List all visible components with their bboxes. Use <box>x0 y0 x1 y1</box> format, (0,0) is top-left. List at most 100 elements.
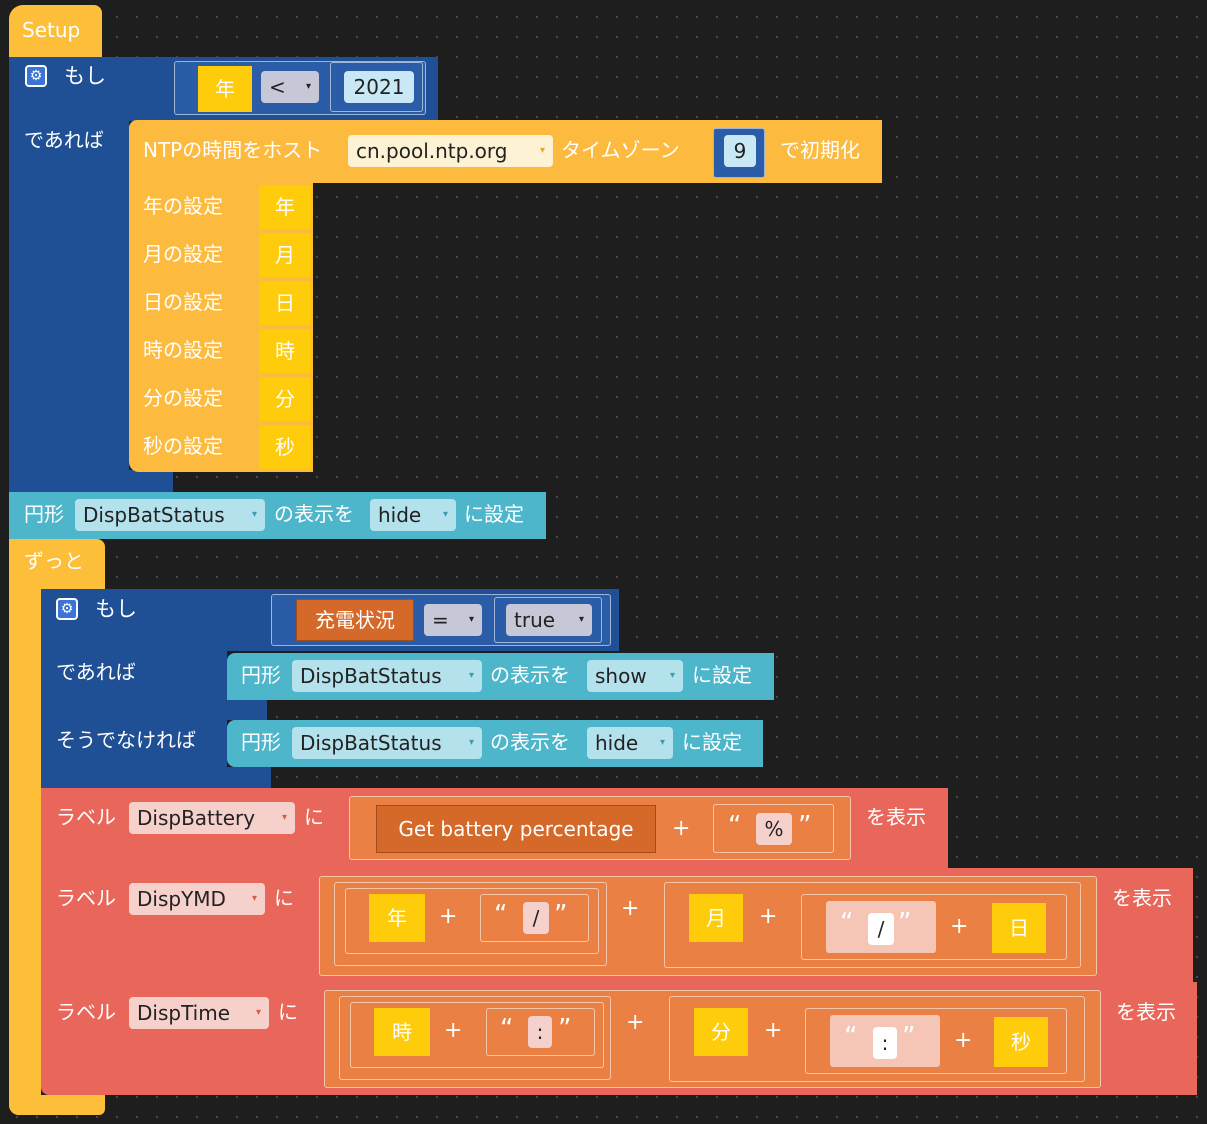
setting-var-chip[interactable]: 時 <box>259 329 311 373</box>
circle-visibility-dropdown[interactable]: hide ▾ <box>370 499 456 531</box>
text-block[interactable] <box>713 804 834 853</box>
ntp-suffix-label: で初期化 <box>780 138 860 162</box>
label-target-dropdown[interactable]: DispBattery ▾ <box>129 802 295 834</box>
loop-foot <box>9 1095 105 1115</box>
label-target-value: DispBattery <box>137 806 256 830</box>
operator-dropdown[interactable]: = ▾ <box>424 604 482 636</box>
label-target-dropdown[interactable]: DispTime ▾ <box>129 997 269 1029</box>
plus-operator: + <box>950 914 969 939</box>
setting-var-chip[interactable]: 年 <box>259 185 311 229</box>
setting-label: 分の設定 <box>143 386 223 410</box>
gear-icon[interactable]: ⚙ <box>25 65 47 87</box>
text-field[interactable]: / <box>868 913 894 945</box>
setting-row[interactable]: 秒の設定 秒 <box>129 423 313 471</box>
text-field[interactable]: / <box>523 902 549 934</box>
boolean-dropdown[interactable]: true ▾ <box>506 604 592 636</box>
text-field[interactable]: : <box>528 1016 552 1048</box>
label-prefix: ラベル <box>56 886 116 910</box>
label-prefix: ラベル <box>56 1000 116 1024</box>
circle-target-dropdown[interactable]: DispBatStatus ▾ <box>75 499 265 531</box>
gear-icon[interactable]: ⚙ <box>56 598 78 620</box>
setting-label: 時の設定 <box>143 338 223 362</box>
charging-status-block[interactable]: 充電状況 <box>296 599 414 641</box>
if-block-arm <box>9 119 129 492</box>
quote-close: ” <box>798 811 812 841</box>
if-label: もし <box>64 64 106 88</box>
circle-visibility-value: hide <box>378 503 422 527</box>
var-day-chip[interactable]: 日 <box>992 903 1046 953</box>
ntp-host-dropdown[interactable]: cn.pool.ntp.org ▾ <box>348 135 553 167</box>
label-suffix: を表示 <box>866 805 926 829</box>
label-suffix: を表示 <box>1116 1000 1176 1024</box>
setting-var-chip[interactable]: 秒 <box>259 425 311 469</box>
setting-label: 月の設定 <box>143 242 223 266</box>
loop-else-label: そうでなければ <box>56 728 196 752</box>
setting-row[interactable]: 時の設定 時 <box>129 327 313 375</box>
chevron-down-icon: ▾ <box>281 812 287 823</box>
quote-close: ” <box>898 908 912 938</box>
circle-prefix-label: 円形 <box>241 730 281 754</box>
label-mid: に <box>278 1000 298 1024</box>
circle-prefix-label: 円形 <box>241 663 281 687</box>
ntp-host-value: cn.pool.ntp.org <box>356 139 508 163</box>
text-field[interactable]: % <box>756 813 792 845</box>
circle-suffix-label: に設定 <box>682 730 742 754</box>
circle-target-value: DispBatStatus <box>300 731 442 755</box>
quote-open: “ <box>728 811 742 841</box>
operator-dropdown[interactable]: < ▾ <box>261 71 319 103</box>
label-target-value: DispTime <box>137 1001 231 1025</box>
setting-row[interactable]: 年の設定 年 <box>129 183 313 231</box>
settings-list: 年の設定 年 月の設定 月 日の設定 日 時の設定 時 分の設定 分 秒の設定 … <box>129 183 313 472</box>
quote-open: “ <box>500 1014 514 1044</box>
circle-visibility-dropdown[interactable]: hide ▾ <box>587 727 673 759</box>
var-month-chip[interactable]: 月 <box>689 894 743 942</box>
chevron-down-icon: ▾ <box>442 509 448 520</box>
year-number-field[interactable]: 2021 <box>344 71 414 103</box>
circle-prefix-label: 円形 <box>24 502 64 526</box>
setting-label: 秒の設定 <box>143 434 223 458</box>
circle-target-value: DispBatStatus <box>300 664 442 688</box>
var-minute-chip[interactable]: 分 <box>694 1008 748 1056</box>
chevron-down-icon: ▾ <box>669 670 675 681</box>
timezone-field[interactable]: 9 <box>724 135 756 167</box>
label-target-dropdown[interactable]: DispYMD ▾ <box>129 883 265 915</box>
chevron-down-icon: ▾ <box>255 1007 261 1018</box>
setting-label: 年の設定 <box>143 194 223 218</box>
text-field[interactable]: : <box>873 1027 897 1059</box>
loop-if-label: もし <box>95 597 137 621</box>
chevron-down-icon: ▾ <box>251 893 257 904</box>
label-target-value: DispYMD <box>137 887 226 911</box>
setting-row[interactable]: 月の設定 月 <box>129 231 313 279</box>
label-mid: に <box>274 886 294 910</box>
circle-mid-label: の表示を <box>490 730 570 754</box>
chevron-down-icon: ▾ <box>659 737 665 748</box>
chevron-down-icon: ▾ <box>468 737 474 748</box>
plus-operator: + <box>759 904 778 929</box>
var-year-chip[interactable]: 年 <box>198 66 252 112</box>
setting-row[interactable]: 日の設定 日 <box>129 279 313 327</box>
circle-visibility-dropdown[interactable]: show ▾ <box>587 660 683 692</box>
loop-then-label: であれば <box>56 660 136 684</box>
quote-close: ” <box>902 1022 916 1052</box>
ntp-prefix-label: NTPの時間をホスト <box>143 138 323 162</box>
if-block-foot <box>9 470 173 492</box>
setting-var-chip[interactable]: 月 <box>259 233 311 277</box>
circle-visibility-value: show <box>595 664 647 688</box>
plus-operator: + <box>444 1018 463 1043</box>
var-hour-chip[interactable]: 時 <box>374 1008 430 1056</box>
loop-if-foot <box>41 767 271 789</box>
setting-var-chip[interactable]: 日 <box>259 281 311 325</box>
circle-target-dropdown[interactable]: DispBatStatus ▾ <box>292 660 482 692</box>
operator-value: = <box>432 608 449 632</box>
battery-percentage-block[interactable]: Get battery percentage <box>376 805 656 853</box>
setting-row[interactable]: 分の設定 分 <box>129 375 313 423</box>
setting-var-chip[interactable]: 分 <box>259 377 311 421</box>
var-year-chip[interactable]: 年 <box>369 894 425 942</box>
setup-hat-block[interactable] <box>9 5 102 57</box>
chevron-down-icon: ▾ <box>468 614 474 625</box>
circle-target-dropdown[interactable]: DispBatStatus ▾ <box>292 727 482 759</box>
chevron-down-icon: ▾ <box>539 145 545 156</box>
var-second-chip[interactable]: 秒 <box>994 1017 1048 1067</box>
chevron-down-icon: ▾ <box>578 614 584 625</box>
setting-label: 日の設定 <box>143 290 223 314</box>
